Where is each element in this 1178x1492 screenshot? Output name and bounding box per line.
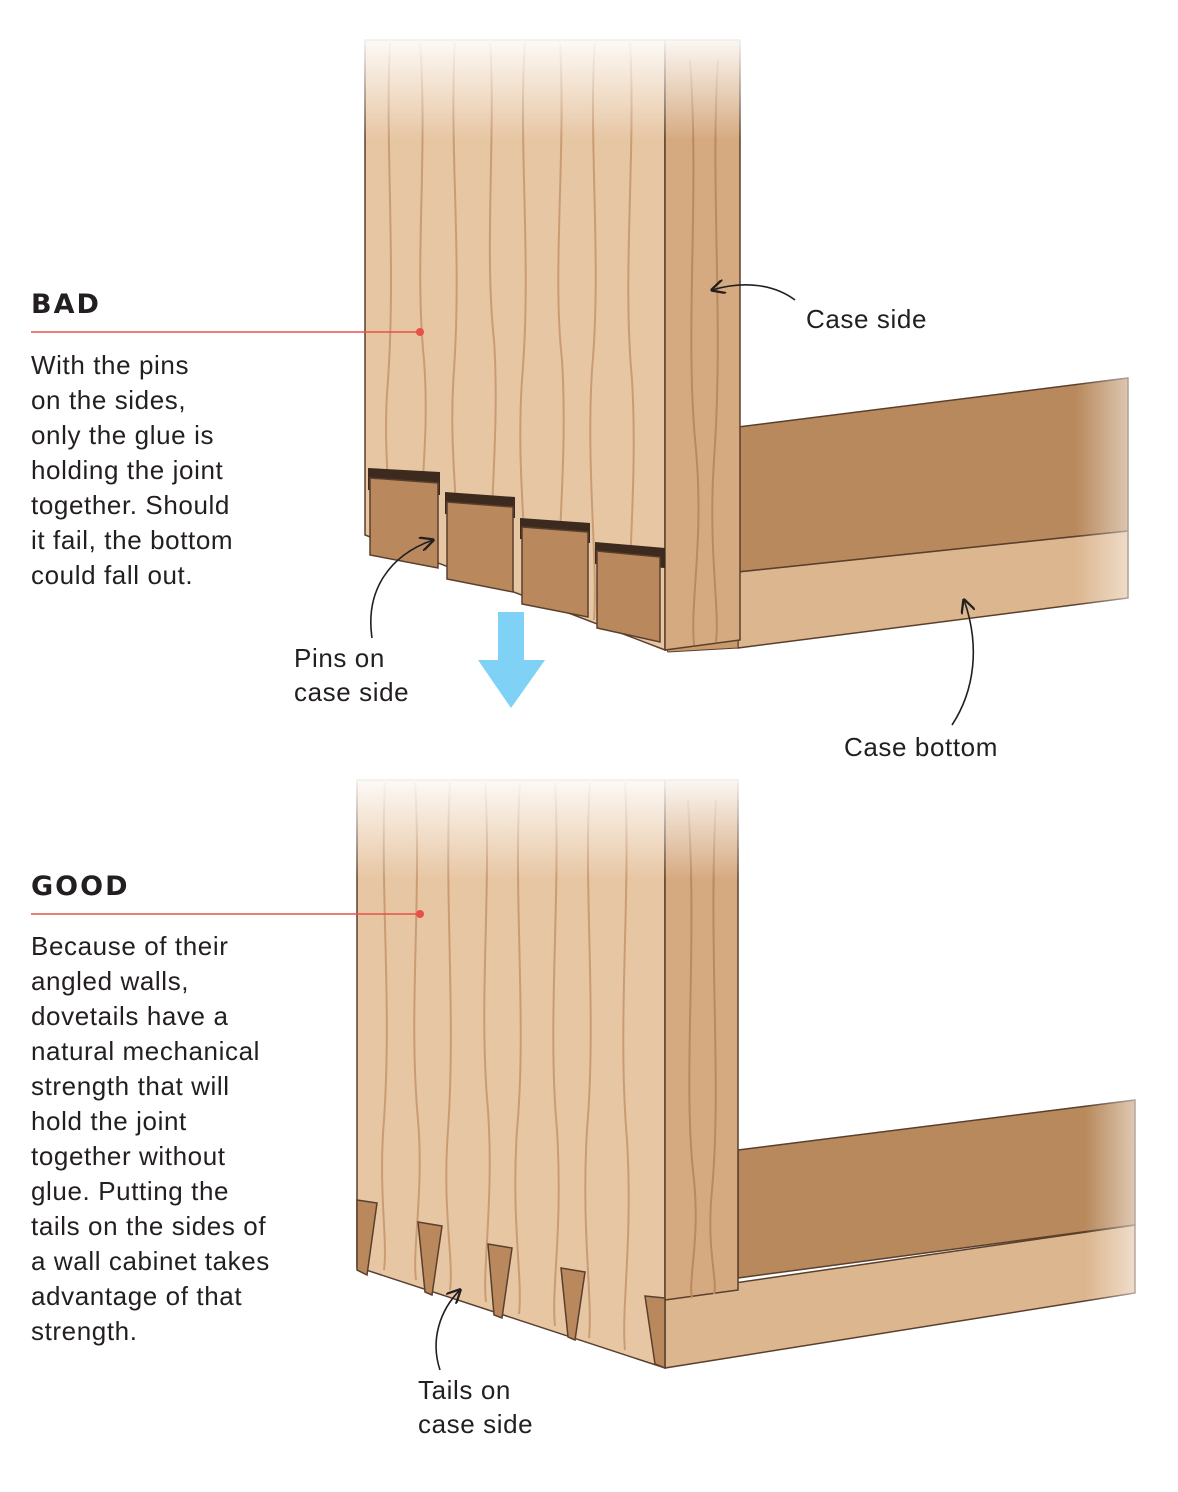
- case-side-arrow: [712, 285, 796, 301]
- down-arrow-icon: [478, 612, 545, 708]
- tails-on-case-side-label: Tails on case side: [418, 1375, 534, 1439]
- pins-arrow: [370, 540, 433, 639]
- tails-arrow: [435, 1290, 460, 1371]
- good-heading: GOOD: [31, 871, 130, 902]
- bad-description: With the pins on the sides, only the glu…: [31, 350, 234, 590]
- good-description: Because of their angled walls, dovetails…: [31, 931, 270, 1346]
- case-bottom-label: Case bottom: [844, 732, 999, 762]
- pins-on-case-side-label: Pins on case side: [294, 643, 410, 707]
- good-leader-line: [31, 910, 424, 918]
- case-bottom-arrow: [951, 600, 973, 726]
- good-joint-drawing: [340, 770, 1178, 1370]
- case-side-label: Case side: [806, 304, 928, 334]
- bad-heading: BAD: [31, 289, 101, 320]
- good-tails: [356, 1199, 666, 1370]
- bad-joint-drawing: [350, 30, 1178, 653]
- bad-leader-line: [31, 328, 424, 336]
- bad-pins: [369, 477, 661, 643]
